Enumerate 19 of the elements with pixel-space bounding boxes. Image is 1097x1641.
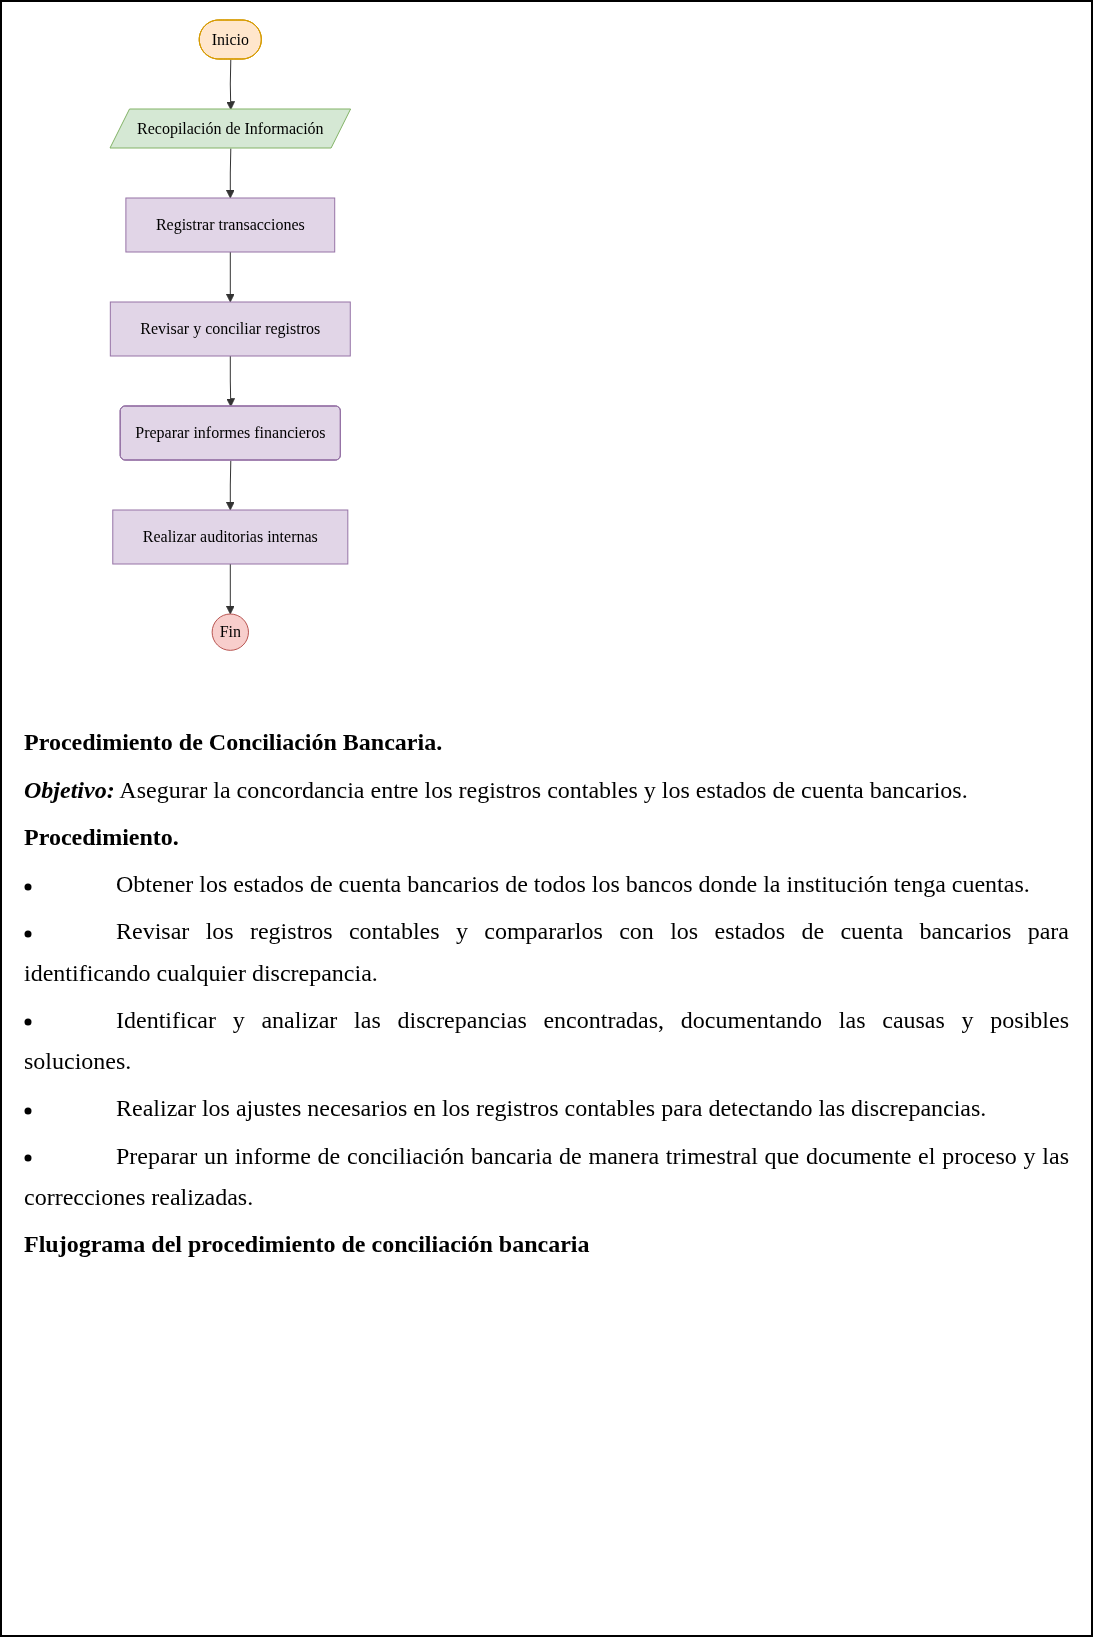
bullet-item: Realizar los ajustes necesarios en los registros contables para detectando las discrepancias. xyxy=(24,1088,1069,1130)
arrow xyxy=(226,355,236,407)
node-box: Registrar transacciones xyxy=(125,197,336,253)
heading: Flujograma del procedimiento de conciliación bancaria xyxy=(24,1230,591,1260)
bullet-item: Obtener los estados de cuenta bancarios de todos los bancos donde la institución tenga cuentas. xyxy=(24,864,1069,906)
node-box: Revisar y conciliar registros xyxy=(109,301,351,357)
paragraph: Objetivo: Asegurar la concordancia entre los registros contables y los estados de cuenta bancarios. xyxy=(24,775,969,805)
bullet-item: Revisar los registros contables y compararlos con los estados de cuenta bancarios para identificando cualquier discrepancia. xyxy=(24,917,1069,988)
arrow xyxy=(225,460,235,511)
heading: Procedimiento de Conciliación Bancaria. xyxy=(24,728,444,758)
node-circle: Fin xyxy=(211,613,249,651)
arrow xyxy=(225,148,235,199)
arrow xyxy=(225,251,235,303)
arrow xyxy=(225,563,235,615)
bullet-item: Preparar un informe de conciliación bancaria de manera trimestral que documente el proceso y las correcciones realizadas. xyxy=(24,1141,1069,1212)
node-box: Realizar auditorias internas xyxy=(112,509,349,565)
heading: Procedimiento. xyxy=(24,822,180,852)
arrow xyxy=(226,59,236,110)
bullet-item: Identificar y analizar las discrepancias encontradas, documentando las causas y posibles soluciones. xyxy=(24,1005,1069,1077)
